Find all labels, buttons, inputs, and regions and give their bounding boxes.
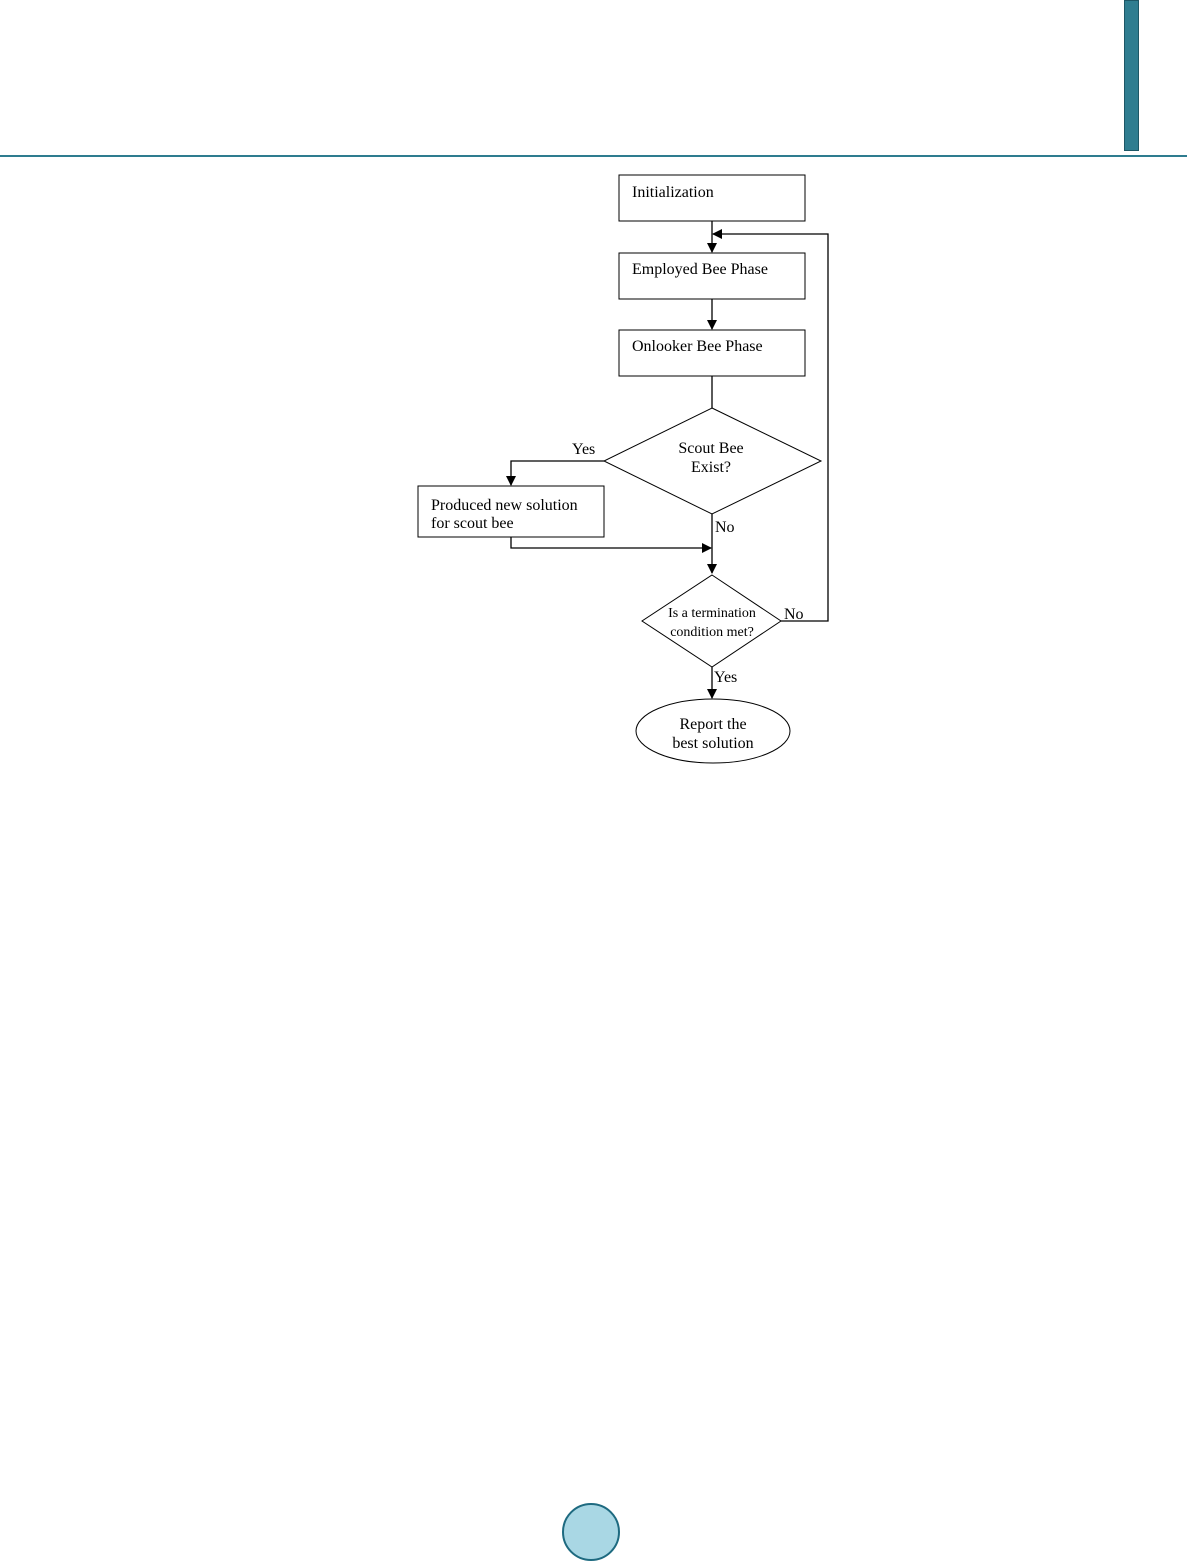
scout-bee-decision: Scout Bee Exist?: [602, 407, 823, 515]
page-number-badge: [562, 1503, 620, 1561]
termination-yes-label: Yes: [714, 669, 737, 686]
initialization-step: Initialization: [618, 174, 806, 222]
scout-yes-label: Yes: [572, 441, 595, 458]
scout-decision-line1: Scout Bee: [678, 440, 743, 457]
arrow-scout-yes: [506, 460, 604, 486]
scout-decision-line2: Exist?: [691, 459, 731, 476]
arrow-produce-to-merge: [510, 537, 712, 553]
side-tab-marker: [1124, 0, 1139, 151]
termination-line2: condition met?: [670, 625, 754, 640]
report-line1: Report the: [679, 716, 746, 733]
header-rule: [0, 155, 1187, 157]
initialization-label: Initialization: [632, 184, 714, 201]
employed-bee-step: Employed Bee Phase: [618, 252, 806, 300]
report-line2: best solution: [672, 735, 753, 752]
produce-solution-line1: Produced new solution: [431, 497, 578, 514]
employed-bee-label: Employed Bee Phase: [632, 261, 768, 278]
scout-no-label: No: [715, 519, 735, 536]
produce-solution-line2: for scout bee: [431, 515, 514, 532]
termination-no-label: No: [784, 606, 804, 623]
termination-decision: Is a termination condition met?: [641, 574, 782, 668]
report-terminal: Report the best solution: [635, 698, 791, 764]
produce-solution-step: Produced new solution for scout bee: [417, 485, 605, 538]
onlooker-bee-label: Onlooker Bee Phase: [632, 338, 763, 355]
onlooker-bee-step: Onlooker Bee Phase: [618, 329, 806, 377]
termination-line1: Is a termination: [668, 606, 756, 621]
arrow-termination-no-loop: [712, 229, 829, 622]
